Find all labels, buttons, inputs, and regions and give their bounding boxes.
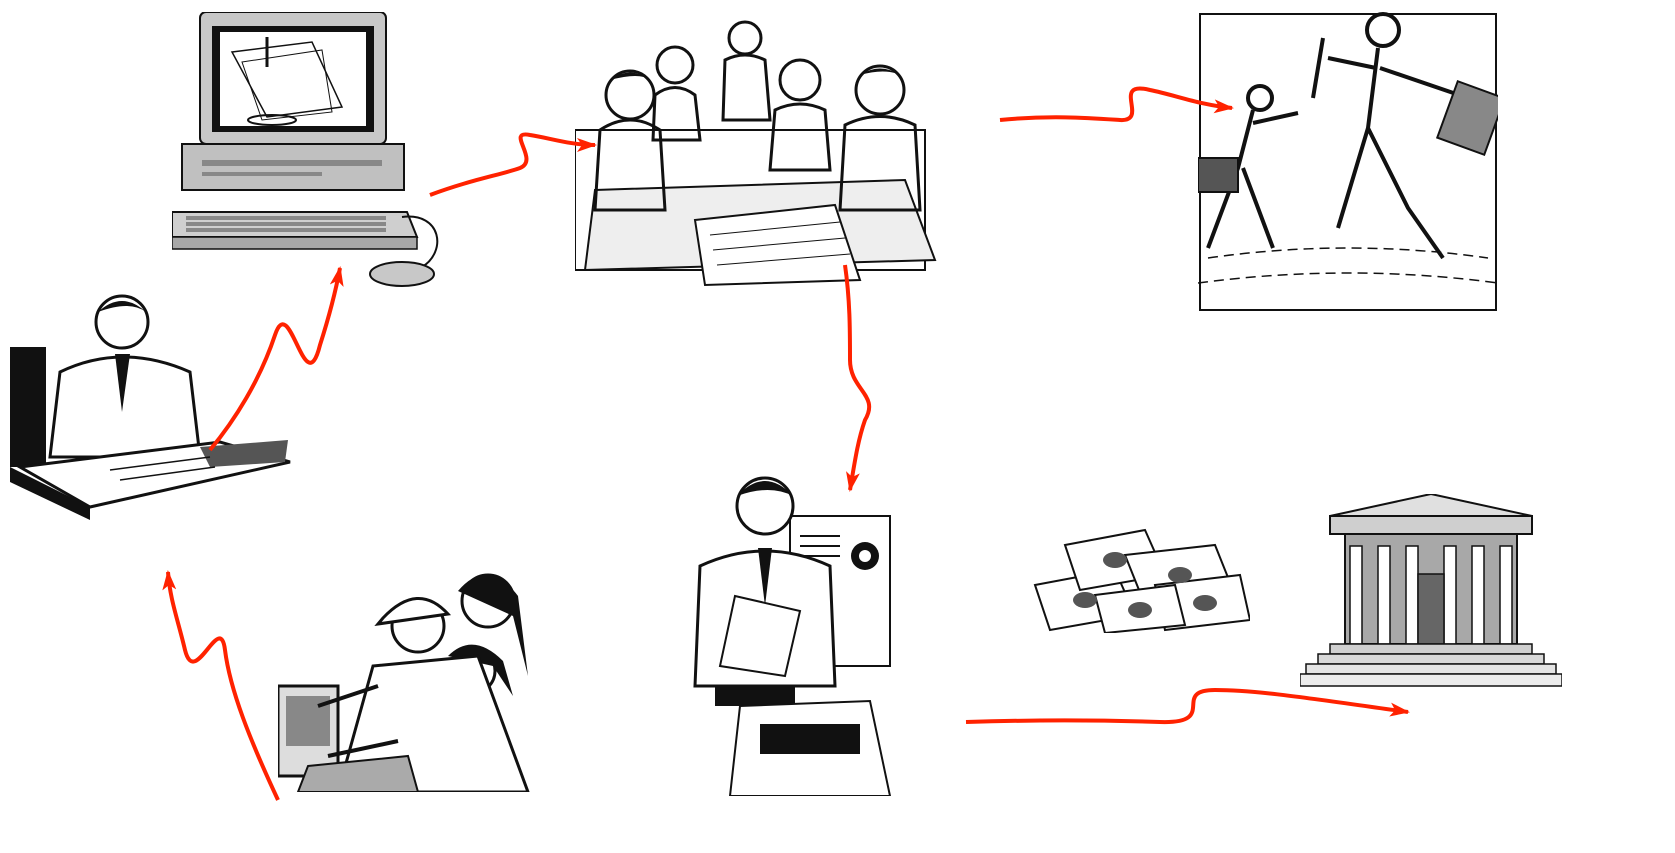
arrow-workers-to-executive [162,570,280,801]
arrow-printout-to-bank [965,687,1410,725]
executive-at-desk-icon [10,292,292,520]
workers-at-terminal-icon [278,556,538,792]
arrow-meeting-to-printout [843,264,872,492]
business-relay-race-icon [1198,8,1498,313]
man-reading-printout-icon [690,466,900,796]
desktop-computer-icon [172,12,472,290]
bank-building-icon [1300,494,1562,690]
money-stack-icon [1025,515,1250,633]
business-meeting-icon [575,10,945,290]
